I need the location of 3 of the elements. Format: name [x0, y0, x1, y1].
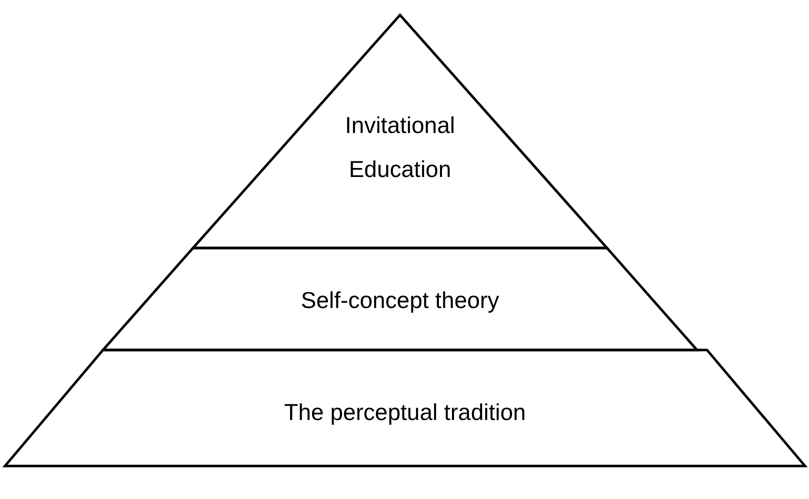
tier-label: Invitational Education: [344, 111, 456, 184]
tier-label: The perceptual tradition: [283, 398, 527, 427]
tier-label: Self-concept theory: [300, 286, 500, 315]
